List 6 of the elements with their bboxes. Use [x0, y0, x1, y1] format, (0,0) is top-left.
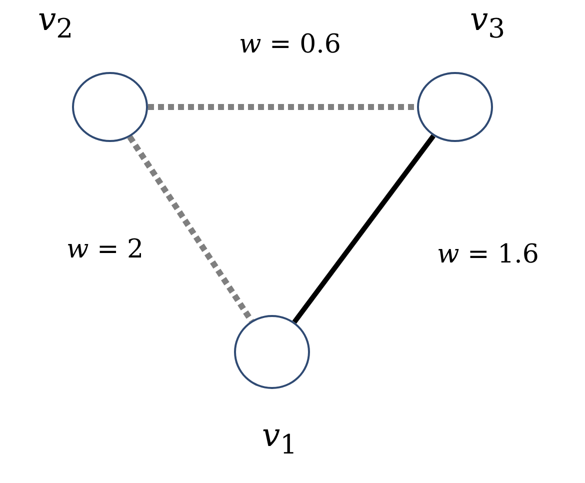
node-label: v$_{1}$ [262, 418, 298, 460]
node-label: v$_{2}$ [38, 2, 74, 44]
edge-line [127, 135, 254, 323]
node-label: v$_{3}$ [470, 2, 506, 44]
edge-line [148, 104, 417, 110]
edge-line [292, 134, 436, 324]
